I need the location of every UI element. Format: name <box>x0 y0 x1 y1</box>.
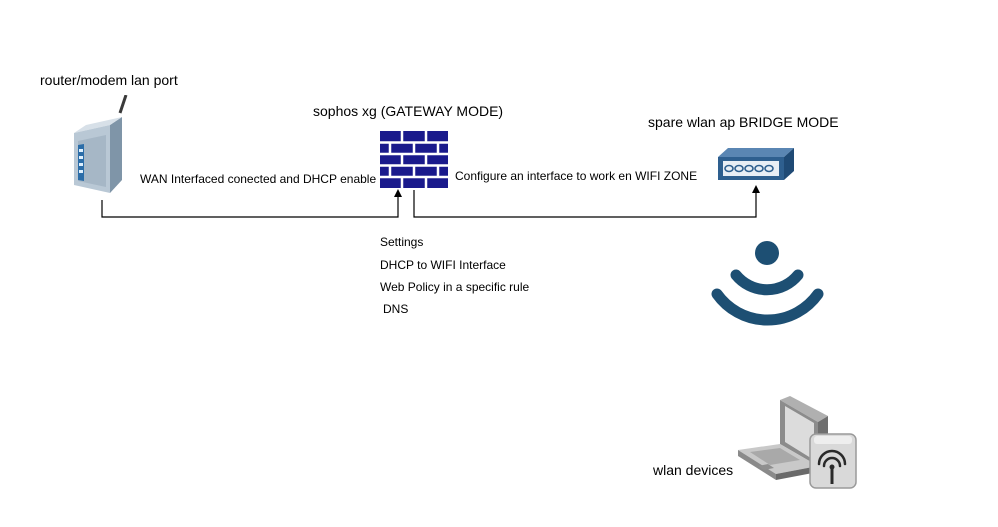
devices-node <box>736 394 860 494</box>
access-point-node <box>716 145 796 183</box>
router-icon <box>74 94 128 193</box>
connector-arrowhead-ap <box>752 185 760 193</box>
connector-firewall-to-ap <box>413 190 757 218</box>
firewall-label: sophos xg (GATEWAY MODE) <box>313 103 504 119</box>
settings-heading: Settings <box>380 235 424 249</box>
wifi-node <box>710 238 826 326</box>
wifi-edge-label: Configure an interface to work en WIFI Z… <box>455 169 698 183</box>
firewall-node <box>380 131 448 188</box>
settings-item: Web Policy in a specific rule <box>380 280 530 294</box>
wan-edge-label: WAN Interfaced conected and DHCP enable <box>140 172 377 186</box>
laptop-icon <box>738 396 857 489</box>
access-point-icon <box>718 148 794 180</box>
connector-arrowhead-firewall <box>394 189 402 197</box>
firewall-icon <box>380 131 448 188</box>
access-point-label: spare wlan ap BRIDGE MODE <box>648 114 839 130</box>
connector-router-to-firewall <box>101 194 399 218</box>
wifi-icon <box>711 241 824 326</box>
router-node <box>70 94 132 200</box>
settings-item: DNS <box>383 302 409 316</box>
settings-item: DHCP to WIFI Interface <box>380 258 506 272</box>
devices-label: wlan devices <box>653 462 734 478</box>
router-label: router/modem lan port <box>40 72 178 88</box>
